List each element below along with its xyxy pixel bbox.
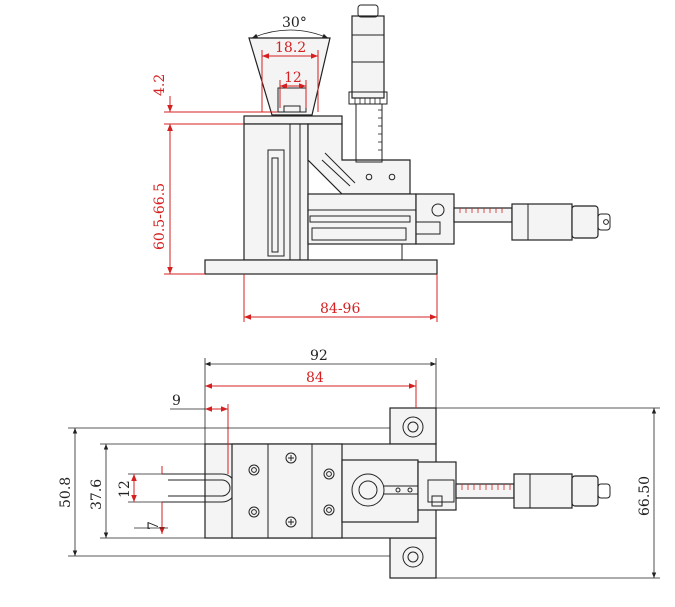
label-50-8: 50.8	[58, 477, 74, 508]
dimension-9: 9	[170, 393, 229, 474]
base-plate	[204, 259, 438, 275]
main-body	[243, 123, 309, 261]
dimension-12-top: 12	[279, 70, 307, 108]
label-12-top: 12	[284, 70, 302, 86]
label-slot-12: 12	[117, 480, 133, 498]
top-view: 92 84 9 50.8 37.6 12	[58, 348, 660, 579]
dimension-18-2: 18.2	[261, 40, 319, 112]
top-base-ear-upper	[389, 407, 437, 445]
label-92: 92	[310, 348, 328, 364]
top-plate	[243, 115, 343, 125]
dimension-37-6: 37.6	[89, 443, 205, 539]
top-base-ear-lower	[389, 537, 437, 579]
dimension-84: 84	[205, 370, 417, 408]
micrometer-holder	[415, 193, 455, 245]
dimension-92: 92	[204, 348, 437, 444]
label-84: 84	[306, 370, 324, 386]
top-micrometer-scale	[461, 484, 511, 490]
top-micrometer-holder	[417, 461, 457, 511]
horizontal-micrometer-sleeve	[453, 207, 513, 223]
slide-stage	[307, 193, 417, 245]
dimension-slot-12: 12	[117, 473, 162, 503]
vertical-micrometer-scale	[354, 98, 381, 104]
label-60-5-66-5: 60.5-66.5	[152, 183, 168, 250]
horizontal-micrometer-knob	[571, 205, 599, 239]
dimension-60-5-66-5: 60.5-66.5	[152, 124, 205, 275]
top-stage	[231, 443, 343, 539]
vertical-micrometer-barrel	[351, 15, 385, 99]
side-view: 30° 18.2 12 4.2 60.5-66.5	[152, 4, 611, 322]
vertical-thimble-ticks	[378, 109, 382, 151]
label-18-2: 18.2	[275, 40, 306, 56]
label-4-2: 4.2	[152, 74, 168, 96]
top-micrometer-thimble	[513, 473, 573, 509]
wedge-block	[307, 123, 411, 195]
label-slot-7: 7	[146, 521, 162, 530]
top-micrometer-knob	[571, 475, 599, 507]
dimension-66-50: 66.50	[436, 407, 660, 579]
angle-dimension: 30°	[251, 15, 329, 39]
dimension-50-8: 50.8	[58, 427, 390, 557]
label-66-50: 66.50	[637, 476, 653, 516]
label-37-6: 37.6	[89, 479, 105, 510]
label-84-96: 84-96	[320, 301, 360, 317]
clamp-block	[341, 459, 419, 523]
label-9: 9	[172, 393, 181, 409]
angle-label: 30°	[282, 15, 307, 31]
dimension-84-96: 84-96	[243, 274, 438, 322]
top-micrometer-sleeve	[455, 483, 515, 499]
dimension-slot-7: 7	[134, 466, 168, 534]
horizontal-micrometer-thimble	[511, 203, 573, 241]
horizontal-micrometer-scale	[459, 208, 503, 213]
